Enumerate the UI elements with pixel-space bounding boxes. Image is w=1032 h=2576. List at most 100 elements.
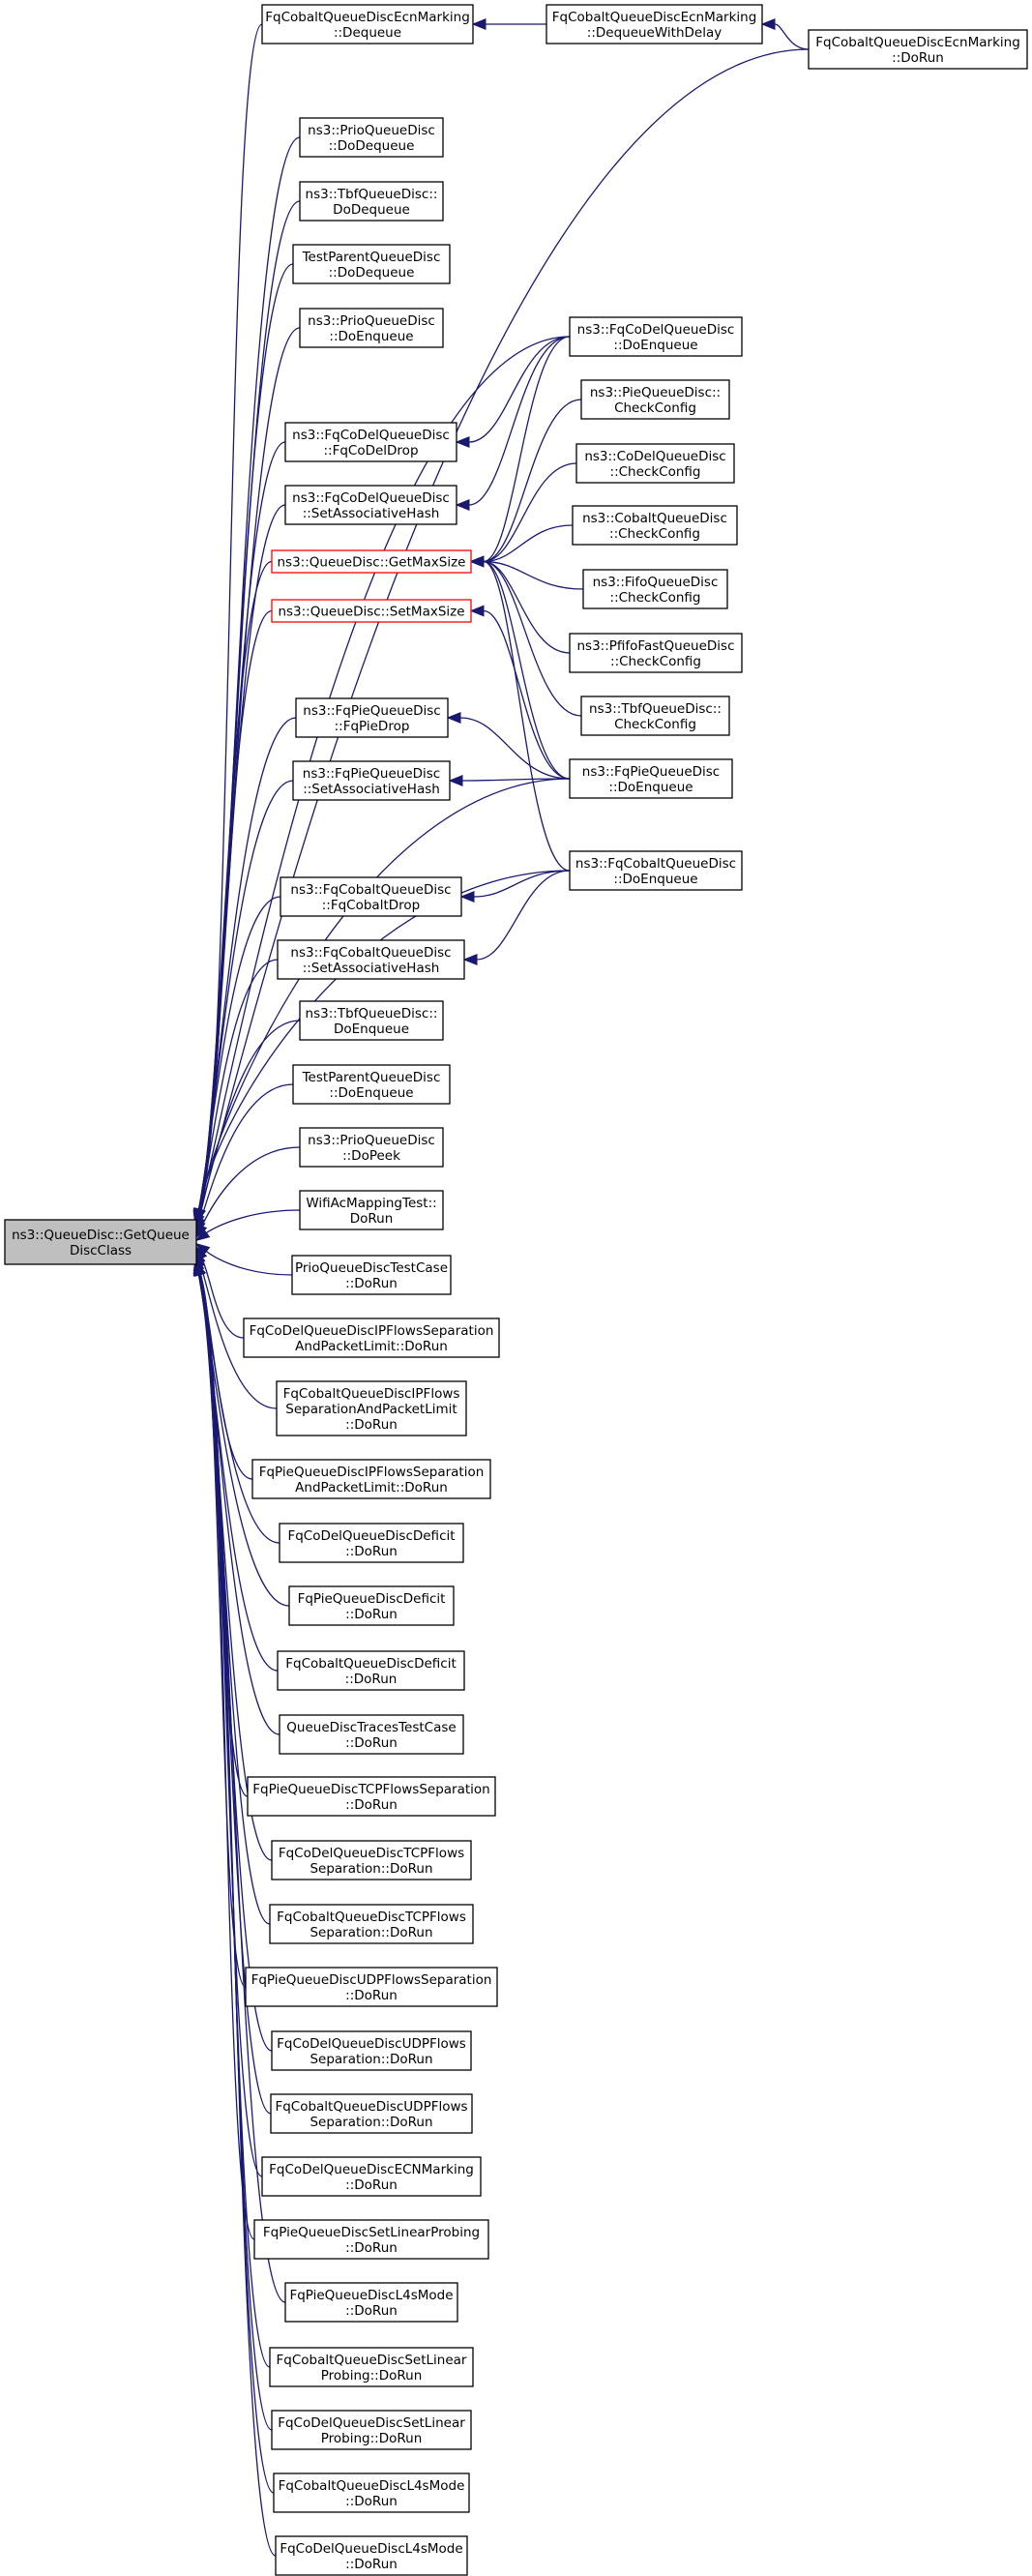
node-box bbox=[284, 422, 457, 462]
node-prio-test[interactable]: PrioQueueDiscTestCase::DoRun bbox=[291, 1255, 452, 1295]
node-fqpie-l4s[interactable]: FqPieQueueDiscL4sMode::DoRun bbox=[284, 2282, 458, 2323]
node-label: ::DoRun bbox=[892, 50, 944, 66]
node-cobalt-check[interactable]: ns3::CobaltQueueDisc::CheckConfig bbox=[572, 505, 738, 546]
edge-fqpie-enqueue-to-drop bbox=[446, 712, 571, 780]
node-traces[interactable]: QueueDiscTracesTestCase::DoRun bbox=[279, 1714, 464, 1755]
node-label: ns3::QueueDisc::SetMaxSize bbox=[278, 605, 464, 620]
node-label: ns3::FqCobaltQueueDisc bbox=[290, 945, 451, 961]
node-label: ns3::PrioQueueDisc bbox=[308, 313, 435, 329]
node-fqcodel-deficit[interactable]: FqCoDelQueueDiscDeficit::DoRun bbox=[279, 1523, 464, 1563]
node-codel-check[interactable]: ns3::CoDelQueueDisc::CheckConfig bbox=[575, 443, 735, 484]
node-ecn-dequeue[interactable]: FqCobaltQueueDiscEcnMarking::Dequeue bbox=[261, 4, 474, 44]
node-fqcobalt-enqueue[interactable]: ns3::FqCobaltQueueDisc::DoEnqueue bbox=[569, 850, 743, 891]
node-label: ::DoRun bbox=[345, 1544, 398, 1559]
node-fqpie-tcp[interactable]: FqPieQueueDiscTCPFlowsSeparation::DoRun bbox=[247, 1776, 496, 1817]
node-label: FqCobaltQueueDiscSetLinear bbox=[277, 2353, 467, 2368]
node-fqpie-deficit[interactable]: FqPieQueueDiscDeficit::DoRun bbox=[288, 1585, 455, 1626]
edge-fqcodel-enqueue-to-drop bbox=[455, 336, 571, 448]
edge-ecn-dorun-to-dequeuewithdelay bbox=[760, 18, 810, 50]
node-prio-peek[interactable]: ns3::PrioQueueDisc::DoPeek bbox=[299, 1127, 444, 1168]
node-label: ns3::FqPieQueueDisc bbox=[303, 703, 440, 719]
node-label: ::DoRun bbox=[345, 2240, 398, 2256]
node-label: ::DoDequeue bbox=[329, 265, 415, 281]
node-fqcodel-enqueue[interactable]: ns3::FqCoDelQueueDisc::DoEnqueue bbox=[569, 316, 743, 357]
node-label: TestParentQueueDisc bbox=[302, 1070, 441, 1085]
node-tbf-enqueue[interactable]: ns3::TbfQueueDisc::DoEnqueue bbox=[299, 1000, 444, 1041]
edge-prio_enqueue-to-root bbox=[193, 327, 301, 1224]
node-label: ::DoRun bbox=[345, 1735, 398, 1751]
node-box bbox=[271, 2410, 472, 2450]
node-fqcodel-tcp[interactable]: FqCoDelQueueDiscTCPFlowsSeparation::DoRu… bbox=[271, 1840, 472, 1880]
node-label: FqCobaltQueueDiscL4sMode bbox=[279, 2478, 465, 2494]
node-fqpie-linear[interactable]: FqPieQueueDiscSetLinearProbing::DoRun bbox=[253, 2219, 489, 2260]
node-label: FqCoDelQueueDiscUDPFlows bbox=[277, 2036, 466, 2052]
node-tbf-dequeue[interactable]: ns3::TbfQueueDisc::DoDequeue bbox=[299, 181, 444, 222]
node-label: FqPieQueueDiscUDPFlowsSeparation bbox=[251, 1972, 492, 1988]
node-fqpie-udp[interactable]: FqPieQueueDiscUDPFlowsSeparation::DoRun bbox=[245, 1967, 498, 2007]
node-fqcobalt-l4s[interactable]: FqCobaltQueueDiscL4sMode::DoRun bbox=[273, 2472, 470, 2513]
node-label: DoEnqueue bbox=[334, 1022, 409, 1037]
node-ecn-dwd[interactable]: FqCobaltQueueDiscEcnMarking::DequeueWith… bbox=[545, 4, 763, 44]
node-box bbox=[271, 599, 472, 623]
arrowhead bbox=[471, 18, 487, 30]
node-tp-dequeue[interactable]: TestParentQueueDisc::DoDequeue bbox=[292, 244, 451, 284]
node-fifo-check[interactable]: ns3::FifoQueueDisc::CheckConfig bbox=[582, 569, 728, 609]
node-fqcodel-hash[interactable]: ns3::FqCoDelQueueDisc::SetAssociativeHas… bbox=[284, 485, 457, 525]
node-setmaxsize[interactable]: ns3::QueueDisc::SetMaxSize bbox=[271, 599, 472, 623]
node-fqcobalt-hash[interactable]: ns3::FqCobaltQueueDisc::SetAssociativeHa… bbox=[277, 939, 465, 980]
node-label: AndPacketLimit::DoRun bbox=[295, 1339, 448, 1354]
node-wifi-ac[interactable]: WifiAcMappingTest::DoRun bbox=[299, 1190, 444, 1230]
node-prio-dequeue[interactable]: ns3::PrioQueueDisc::DoDequeue bbox=[299, 117, 444, 158]
arrowhead bbox=[760, 18, 776, 30]
node-fqcobalt-deficit[interactable]: FqCobaltQueueDiscDeficit::DoRun bbox=[277, 1650, 465, 1691]
node-box bbox=[269, 1904, 474, 1944]
node-prio-enqueue[interactable]: ns3::PrioQueueDisc::DoEnqueue bbox=[299, 308, 444, 348]
node-label: ::SetAssociativeHash bbox=[303, 961, 440, 976]
node-label: ns3::QueueDisc::GetQueue bbox=[12, 1228, 190, 1243]
node-box bbox=[284, 2282, 458, 2323]
node-fqpie-enqueue[interactable]: ns3::FqPieQueueDisc::DoEnqueue bbox=[569, 758, 733, 799]
node-tp-enqueue[interactable]: TestParentQueueDisc::DoEnqueue bbox=[292, 1064, 451, 1105]
node-pie-check[interactable]: ns3::PieQueueDisc::CheckConfig bbox=[580, 379, 730, 420]
arrowhead bbox=[446, 712, 461, 724]
node-label: CheckConfig bbox=[614, 400, 696, 416]
node-box bbox=[261, 4, 474, 44]
node-fqcodel-ipflows[interactable]: FqCoDelQueueDiscIPFlowsSeparationAndPack… bbox=[243, 1318, 500, 1358]
arrowhead bbox=[462, 954, 478, 965]
node-fqpie-hash[interactable]: ns3::FqPieQueueDisc::SetAssociativeHash bbox=[292, 760, 451, 801]
node-label: FqPieQueueDiscDeficit bbox=[298, 1591, 446, 1607]
node-fqcodel-l4s[interactable]: FqCoDelQueueDiscL4sMode::DoRun bbox=[275, 2535, 468, 2576]
node-ecn-dorun[interactable]: FqCobaltQueueDiscEcnMarking::DoRun bbox=[808, 29, 1028, 70]
node-fqpie-drop[interactable]: ns3::FqPieQueueDisc::FqPieDrop bbox=[295, 697, 449, 738]
node-fqcodel-udp[interactable]: FqCoDelQueueDiscUDPFlowsSeparation::DoRu… bbox=[271, 2030, 472, 2071]
node-label: DoRun bbox=[350, 1211, 394, 1227]
node-label: ::DoEnqueue bbox=[608, 780, 693, 795]
node-label: ::DoRun bbox=[345, 1988, 398, 2003]
edge-prio_test-to-root bbox=[194, 1242, 293, 1276]
node-fqcobalt-tcp[interactable]: FqCobaltQueueDiscTCPFlowsSeparation::DoR… bbox=[269, 1904, 474, 1944]
node-label: ::DoEnqueue bbox=[329, 329, 413, 344]
node-fqcobalt-udp[interactable]: FqCobaltQueueDiscUDPFlowsSeparation::DoR… bbox=[270, 2093, 473, 2134]
node-box bbox=[292, 760, 451, 801]
node-fqcobalt-drop[interactable]: ns3::FqCobaltQueueDisc::FqCobaltDrop bbox=[280, 876, 462, 917]
edge-tp_dequeue-to-root bbox=[193, 263, 294, 1224]
node-fqcodel-drop[interactable]: ns3::FqCoDelQueueDisc::FqCoDelDrop bbox=[284, 422, 457, 462]
node-label: ::CheckConfig bbox=[609, 526, 700, 542]
node-label: ns3::FqPieQueueDisc bbox=[582, 764, 720, 780]
node-box bbox=[299, 1190, 444, 1230]
node-label: ns3::TbfQueueDisc:: bbox=[306, 187, 438, 202]
node-fqpie-ipflows[interactable]: FqPieQueueDiscIPFlowsSeparationAndPacket… bbox=[251, 1459, 491, 1499]
node-fqcodel-ecn[interactable]: FqCoDelQueueDiscECNMarking::DoRun bbox=[261, 2156, 482, 2197]
node-box bbox=[808, 29, 1028, 70]
node-box bbox=[261, 2156, 482, 2197]
edge-fqcobalt_tcp-to-root bbox=[193, 1260, 271, 1925]
node-fqcobalt-ipflows[interactable]: FqCobaltQueueDiscIPFlowsSeparationAndPac… bbox=[276, 1380, 467, 1436]
node-pfifo-check[interactable]: ns3::PfifoFastQueueDisc::CheckConfig bbox=[569, 633, 743, 673]
node-label: ::FqCoDelDrop bbox=[323, 443, 418, 459]
node-getmaxsize[interactable]: ns3::QueueDisc::GetMaxSize bbox=[271, 549, 472, 574]
node-tbf-check[interactable]: ns3::TbfQueueDisc::CheckConfig bbox=[580, 696, 730, 736]
node-label: ns3::FqCobaltQueueDisc bbox=[575, 856, 736, 872]
